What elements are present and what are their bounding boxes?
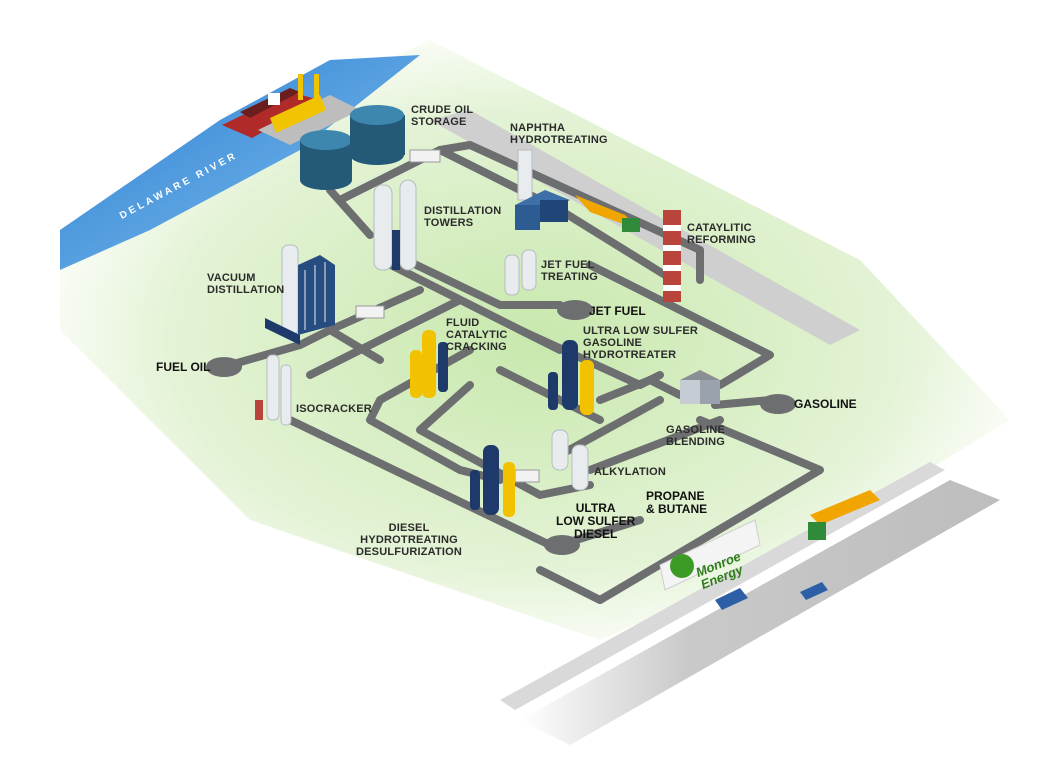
service-truck-3 bbox=[514, 469, 540, 483]
diesel-hydrotreating-label: DIESEL HYDROTREATING DESULFURIZATION bbox=[356, 522, 463, 558]
propane-butane-output-label: PROPANE & BUTANE bbox=[646, 489, 708, 516]
reforming-stack bbox=[663, 210, 681, 302]
jet-fuel-treating-label: JET FUEL TREATING bbox=[541, 259, 599, 283]
jet-fuel-treating-unit bbox=[504, 249, 537, 296]
isocracker-label: ISOCRACKER bbox=[296, 403, 372, 415]
fuel-oil-node bbox=[206, 357, 242, 377]
catalytic-reforming-label: CATAYLITIC REFORMING bbox=[687, 222, 757, 246]
naphtha-unit bbox=[515, 149, 570, 230]
naphtha-hydrotreating-label: NAPHTHA HYDROTREATING bbox=[510, 122, 608, 146]
ultra-low-sulfer-diesel-output-label: ULTRA LOW SULFER DIESEL bbox=[556, 501, 636, 541]
jet-fuel-output-label: JET FUEL bbox=[589, 304, 646, 318]
tanker-ship bbox=[222, 88, 320, 138]
fuel-truck-2 bbox=[808, 490, 880, 540]
output-nodes bbox=[206, 300, 796, 555]
diesel-node bbox=[544, 535, 580, 555]
diesel-unit bbox=[470, 445, 515, 517]
gasoline-hydrotreater-unit bbox=[548, 340, 594, 415]
car-blue-2 bbox=[800, 582, 828, 600]
highway-road-lane bbox=[500, 462, 945, 710]
gasoline-node bbox=[760, 394, 796, 414]
monroe-sign bbox=[659, 519, 761, 591]
alkylation-unit bbox=[551, 429, 589, 491]
fluid-catalytic-cracking-label: FLUID CATALYTIC CRACKING bbox=[446, 317, 508, 353]
jet-fuel-node bbox=[557, 300, 593, 320]
fcc-unit bbox=[410, 330, 448, 398]
distillation-towers-label: DISTILLATION TOWERS bbox=[424, 205, 502, 229]
vacuum-distillation-unit bbox=[265, 244, 335, 345]
loading-dock bbox=[258, 74, 360, 145]
service-truck-2 bbox=[355, 305, 385, 319]
crude-oil-tanks bbox=[300, 105, 405, 190]
alkylation-label: ALKYLATION bbox=[594, 466, 667, 478]
fuel-truck-1 bbox=[575, 195, 640, 232]
distillation-towers bbox=[373, 179, 417, 271]
highway-road bbox=[520, 480, 1000, 745]
gasoline-blending-unit bbox=[680, 370, 720, 404]
service-truck-1 bbox=[409, 149, 441, 163]
fuel-oil-output-label: FUEL OIL bbox=[156, 360, 211, 374]
gasoline-output-label: GASOLINE bbox=[794, 397, 857, 411]
car-blue-1 bbox=[715, 588, 748, 610]
gasoline-blending-label: GASOLINE BLENDING bbox=[666, 424, 726, 448]
vacuum-distillation-label: VACUUM DISTILLATION bbox=[207, 272, 285, 296]
gasoline-hydrotreater-label: ULTRA LOW SULFER GASOLINE HYDROTREATER bbox=[583, 325, 699, 361]
isocracker-unit bbox=[255, 354, 292, 426]
crude-oil-storage-label: CRUDE OIL STORAGE bbox=[411, 104, 474, 128]
